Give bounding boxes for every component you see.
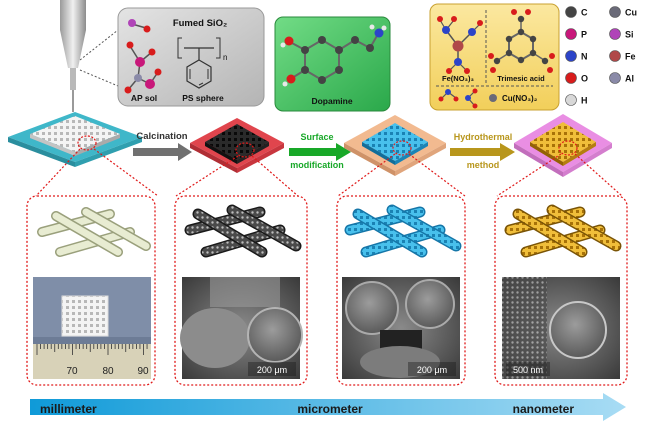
trimesic-acid-label: Trimesic acid — [497, 74, 545, 83]
frame-modified-scaffold: 200 μm — [336, 195, 466, 386]
legend-swatch-si — [609, 28, 621, 40]
cream-rod-lattice — [37, 207, 151, 257]
legend-swatch-cu — [609, 6, 621, 18]
scale-bar-label-3: 500 nm — [513, 365, 543, 375]
cu-nitrate-label: Cu(NO₃)₂ — [502, 94, 538, 103]
legend-swatch-fe — [609, 50, 621, 62]
substrate-calcined — [190, 118, 284, 173]
scale-label-micrometer: micrometer — [297, 402, 363, 416]
hydrothermal-label-line1: Hydrothermal — [454, 132, 513, 142]
substrate-dopamine-modified — [344, 115, 446, 176]
panel-sio2-ps: Fumed SiO₂ AP sol — [117, 7, 265, 107]
legend-swatch-al — [609, 72, 621, 84]
sem-micrograph-1: 200 μm — [180, 277, 303, 379]
hydrothermal-label-line2: method — [467, 160, 500, 170]
sio2-title: Fumed SiO₂ — [173, 18, 227, 29]
ps-structure — [177, 37, 221, 89]
panel-mof-precursors: Fe(NO₃)₃ Trimesic acid — [429, 3, 560, 111]
legend-label-c: C — [581, 8, 588, 18]
frame-printed-scaffold: 70 80 90 — [26, 195, 156, 386]
calcination-label: Calcination — [136, 131, 187, 142]
magnification-connectors — [35, 148, 623, 197]
scale-label-nanometer: nanometer — [513, 402, 575, 416]
scale-bar-label-1: 200 μm — [257, 365, 287, 375]
legend-label-p: P — [581, 30, 587, 40]
scale-axis-arrow: millimeter micrometer nanometer — [30, 393, 626, 421]
trimesic-acid-molecule — [488, 9, 555, 73]
legend-swatch-p — [565, 28, 577, 40]
sio2-molecule — [128, 19, 151, 33]
surface-label-line2: modification — [290, 160, 344, 170]
legend-swatch-c — [565, 6, 577, 18]
printer-nozzle — [60, 0, 119, 112]
panel-dopamine: Dopamine — [274, 16, 391, 112]
porous-blue-rod-lattice — [344, 204, 462, 258]
legend-label-o: O — [581, 74, 588, 84]
legend-label-h: H — [581, 96, 588, 106]
frame-mof-scaffold: 500 nm — [494, 195, 628, 386]
ruler-ticks — [36, 344, 148, 355]
scaffold-photo: 70 80 90 — [33, 277, 151, 379]
substrate-printed-lattice — [8, 112, 142, 167]
scale-bar-label-2: 200 μm — [417, 365, 447, 375]
surface-label-line1: Surface — [300, 132, 333, 142]
cu-nitrate-molecule — [438, 88, 497, 109]
porous-gold-rod-lattice — [504, 204, 622, 258]
ap-sol-molecule — [124, 41, 162, 94]
legend-swatch-o — [565, 72, 577, 84]
substrate-mof-coated — [514, 114, 612, 177]
arrow-hydrothermal: Hydrothermal method — [450, 132, 515, 170]
element-legend: C CuP SiN FeO AlH — [565, 6, 637, 106]
dopamine-molecule — [280, 24, 387, 87]
legend-label-cu: Cu — [625, 8, 637, 18]
fe-nitrate-molecule — [437, 16, 483, 74]
arrow-surface-modification: Surface modification — [289, 132, 351, 170]
legend-label-si: Si — [625, 30, 634, 40]
sem-micrograph-3: 500 nm — [502, 277, 620, 379]
legend-swatch-h — [565, 94, 577, 106]
ps-sphere-label: PS sphere — [182, 93, 224, 103]
ruler-tick-label-90: 90 — [137, 366, 149, 377]
legend-label-fe: Fe — [625, 52, 636, 62]
scale-label-millimeter: millimeter — [40, 402, 97, 416]
dopamine-label: Dopamine — [311, 96, 352, 106]
sem-micrograph-2: 200 μm — [342, 277, 460, 379]
frame-calcined-scaffold: 200 μm — [174, 195, 308, 386]
legend-label-al: Al — [625, 74, 634, 84]
ruler-tick-label-70: 70 — [66, 366, 78, 377]
porous-dark-rod-lattice — [184, 204, 302, 258]
fe-nitrate-label: Fe(NO₃)₃ — [442, 74, 474, 83]
arrow-calcination: Calcination — [133, 131, 192, 161]
n-subscript: n — [223, 53, 227, 62]
ruler-tick-label-80: 80 — [102, 366, 114, 377]
ap-sol-label: AP sol — [131, 93, 157, 103]
legend-label-n: N — [581, 52, 588, 62]
legend-swatch-n — [565, 50, 577, 62]
